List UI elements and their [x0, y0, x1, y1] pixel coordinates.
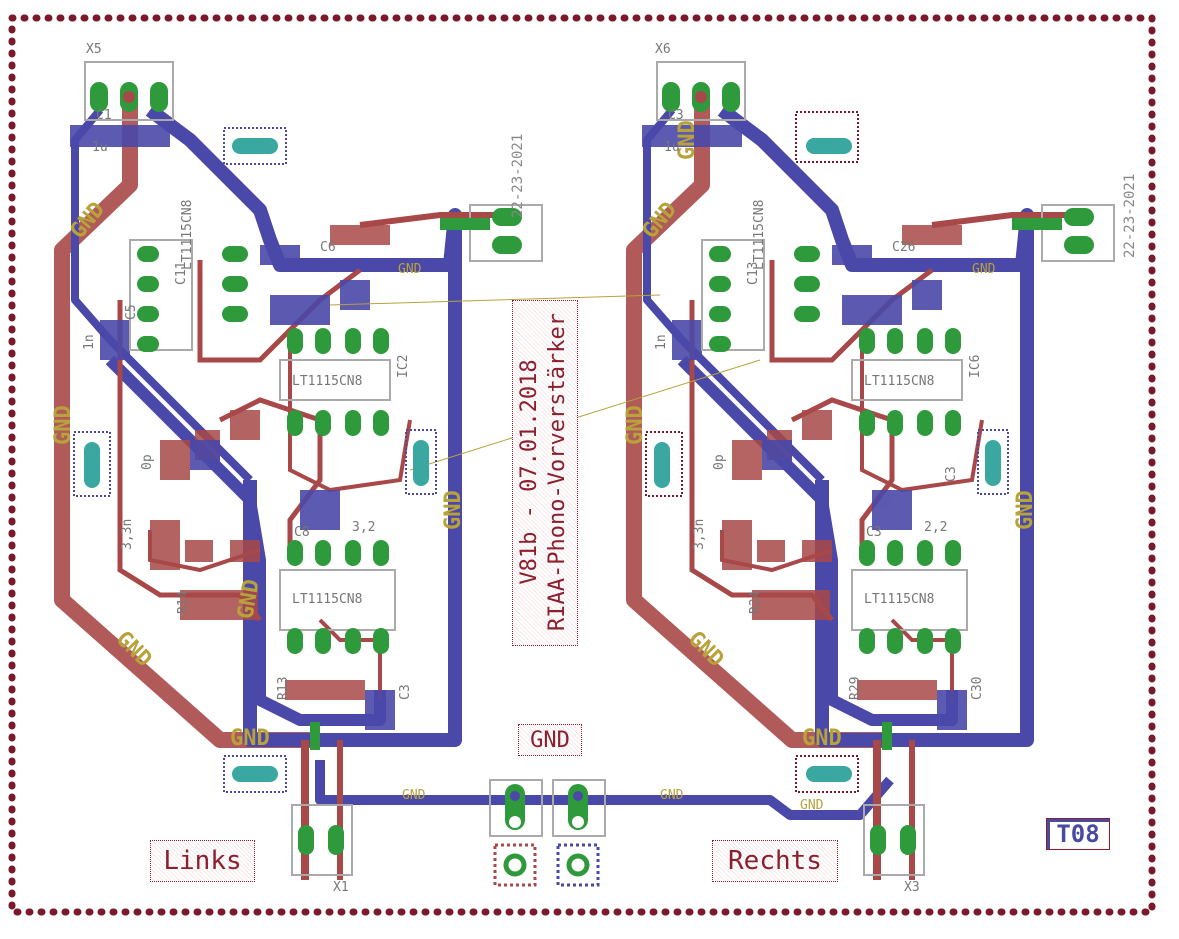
- ic-label: LT1115CN8: [180, 199, 195, 270]
- gnd-small-label: GND: [800, 798, 824, 813]
- label-rechts: Rechts: [712, 840, 838, 882]
- ic-label: LT1115CN8: [752, 199, 767, 270]
- left-channel-pads: [84, 61, 543, 876]
- gnd-small-label: GND: [402, 788, 426, 803]
- gnd-small-label: GND: [398, 262, 422, 277]
- gnd-small-label: GND: [972, 262, 996, 277]
- right-channel-traces: [626, 95, 1072, 880]
- ic-label: LT1115CN8: [292, 374, 363, 389]
- part-label: 3,3n: [692, 518, 707, 550]
- part-label: C3: [398, 684, 413, 700]
- gnd-label: GND: [1013, 490, 1038, 530]
- title-plate: [512, 300, 578, 646]
- part-label: C1: [96, 108, 112, 123]
- gnd-label: GND: [683, 627, 729, 673]
- label-gnd-center: GND: [518, 724, 582, 756]
- part-label: 1n: [82, 334, 97, 350]
- board-id: T08: [1046, 818, 1110, 850]
- center-connectors: [329, 294, 761, 887]
- ic-label: IC2: [396, 354, 411, 378]
- part-label: C8: [294, 525, 310, 540]
- gnd-label: GND: [675, 120, 700, 160]
- ic-label: LT1115CN8: [292, 592, 363, 607]
- part-label: 3,2: [352, 520, 376, 535]
- part-label: 1u: [664, 140, 680, 155]
- ic-label: IC6: [968, 354, 983, 378]
- gnd-label: GND: [230, 726, 270, 751]
- gnd-label: GND: [623, 405, 648, 445]
- part-label: C5: [124, 304, 139, 320]
- part-label: C30: [970, 676, 985, 700]
- part-label: R24: [748, 590, 763, 614]
- mounting-holes: [73, 111, 1009, 793]
- date-label-left: 22-23-2021: [510, 133, 526, 218]
- part-label: R13: [276, 676, 291, 700]
- ic-label: LT1115CN8: [864, 592, 935, 607]
- part-label: C11: [174, 261, 189, 285]
- gnd-label: GND: [51, 405, 76, 445]
- part-label: C3: [668, 108, 684, 123]
- board-outline: [8, 14, 1156, 916]
- left-channel-traces: [54, 95, 894, 880]
- connector-label-x1: X1: [333, 880, 349, 895]
- part-label: R29: [848, 676, 863, 700]
- part-label: 0p: [140, 454, 155, 470]
- part-label: 3,3n: [120, 518, 135, 550]
- board-title: V81b - 07.01.2018 RIAA-Phono-Vorverstärk…: [516, 313, 572, 631]
- gnd-small-label: GND: [660, 788, 684, 803]
- part-label: C26: [892, 240, 916, 255]
- part-label: R14: [176, 590, 191, 614]
- connector-label-x5: X5: [86, 42, 102, 57]
- part-label: 1n: [654, 334, 669, 350]
- part-label: C3: [866, 525, 882, 540]
- ic-label: LT1115CN8: [864, 374, 935, 389]
- date-label-right: 22-23-2021: [1122, 173, 1138, 258]
- part-label: 1u: [92, 140, 108, 155]
- gnd-label: GND: [802, 726, 842, 751]
- part-label: C3: [944, 466, 959, 482]
- connector-label-x6: X6: [655, 42, 671, 57]
- part-label: 2,2: [924, 520, 948, 535]
- part-label: C6: [320, 240, 336, 255]
- gnd-label: GND: [441, 490, 466, 530]
- part-label: 0p: [712, 454, 727, 470]
- label-links: Links: [150, 840, 255, 882]
- connector-label-x3: X3: [904, 880, 920, 895]
- part-label: C13: [746, 261, 761, 285]
- title-line-1: V81b - 07.01.2018: [517, 359, 542, 585]
- title-line-2: RIAA-Phono-Vorverstärker: [545, 313, 570, 631]
- gnd-label: GND: [111, 627, 157, 673]
- right-channel-pads: [656, 61, 1115, 876]
